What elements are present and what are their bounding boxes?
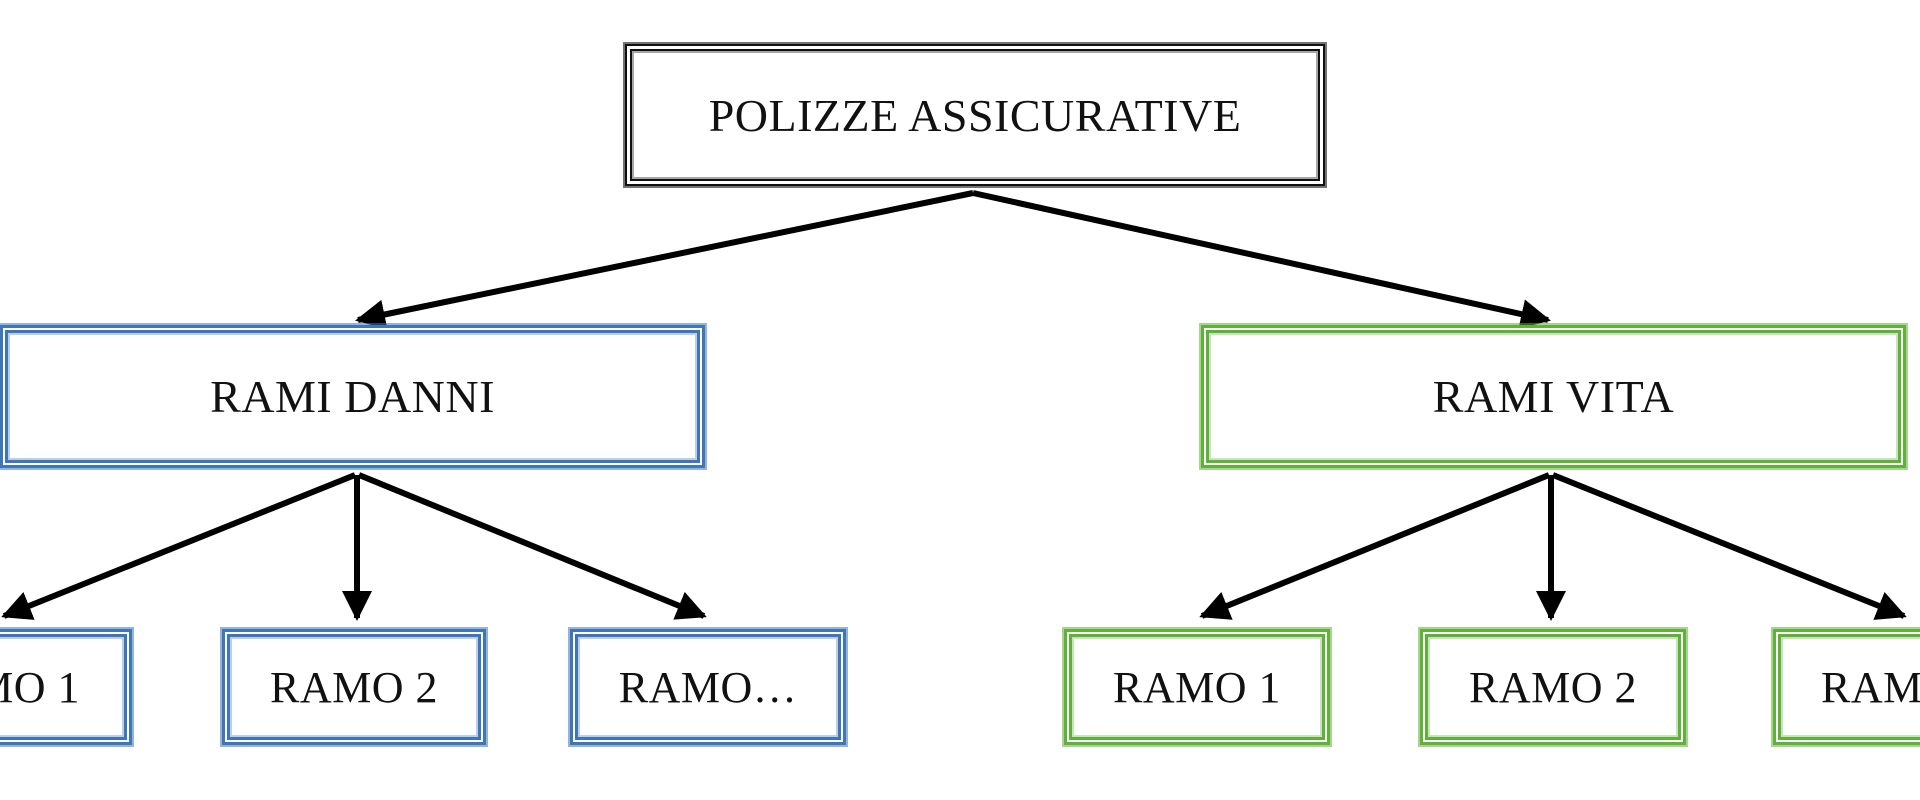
arrow-vita-to-ramo-n: [1551, 472, 1907, 620]
leaf-node-danni-ramo-n: RAMO…: [570, 629, 846, 745]
branch-node-label: RAMI DANNI: [210, 371, 495, 422]
branch-node-rami-danni: RAMI DANNI: [0, 325, 705, 468]
arrow-danni-to-ramo-1: [1, 472, 357, 620]
arrow-root-to-rami-vita: [972, 190, 1551, 329]
root-node-label: POLIZZE ASSICURATIVE: [708, 89, 1242, 141]
leaf-node-label: RAMO 1: [0, 662, 81, 712]
arrow-danni-to-ramo-n: [357, 472, 707, 620]
arrow-vita-to-ramo-1: [1199, 472, 1551, 620]
leaf-node-label: RAMO 2: [269, 662, 439, 712]
leaf-node-vita-ramo-1: RAMO 1: [1064, 629, 1330, 745]
leaf-node-vita-ramo-2: RAMO 2: [1420, 629, 1686, 745]
arrow-root-to-rami-danni: [355, 190, 974, 330]
leaf-node-label: RAMO 1: [1112, 662, 1282, 712]
branch-node-label: RAMI VITA: [1432, 371, 1675, 422]
leaf-node-danni-ramo-2: RAMO 2: [222, 629, 486, 745]
branch-node-rami-vita: RAMI VITA: [1201, 325, 1906, 468]
root-node: POLIZZE ASSICURATIVE: [625, 44, 1325, 186]
leaf-node-danni-ramo-1: RAMO 1: [0, 629, 132, 745]
leaf-node-vita-ramo-n: RAMO…: [1773, 629, 1920, 745]
leaf-node-label: RAMO…: [1821, 662, 1920, 712]
leaf-node-label: RAMO 2: [1468, 662, 1638, 712]
leaf-node-label: RAMO…: [618, 662, 798, 712]
